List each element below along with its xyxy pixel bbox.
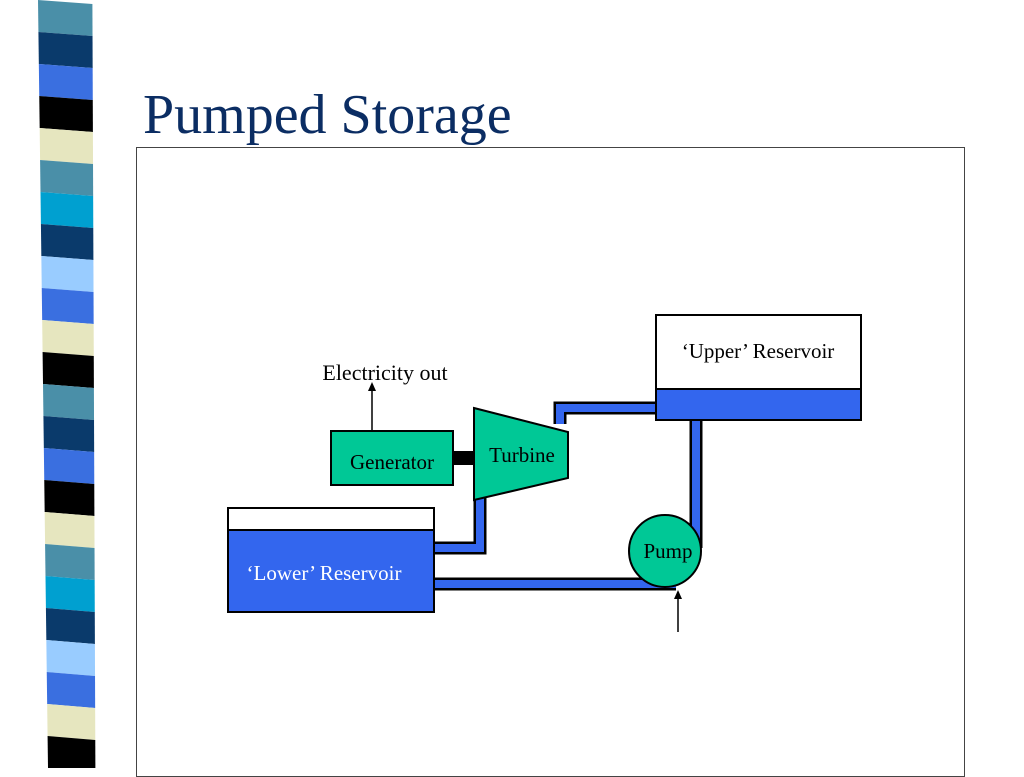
stripe-segment — [47, 704, 96, 740]
pump: Pump — [628, 514, 702, 588]
pipe-turbine-to-upper — [553, 401, 658, 424]
stripe-segment — [40, 160, 94, 196]
generator-label: Generator — [350, 450, 434, 474]
electricity-out-arrow — [368, 382, 376, 431]
stripe-segment — [45, 544, 95, 580]
stripe-segment — [39, 128, 94, 164]
upper-reservoir-water — [655, 388, 862, 421]
stripe-segment — [46, 672, 96, 708]
stripe-segment — [39, 96, 93, 132]
lower-reservoir-water — [227, 529, 435, 613]
stripe-segment — [41, 288, 94, 324]
turbine-label: Turbine — [489, 443, 555, 467]
stripe-segment — [47, 736, 96, 768]
stripe-segment — [45, 608, 95, 644]
stripe-segment — [38, 64, 93, 100]
stripe-segment — [45, 576, 95, 612]
stripe-segment — [43, 384, 95, 420]
upper-reservoir-label: ‘Upper’ Reservoir — [682, 339, 835, 363]
stripe-segment — [42, 320, 94, 356]
electricity-out-label: Electricity out — [322, 360, 447, 385]
stripe-segment — [38, 32, 93, 68]
slide-title: Pumped Storage — [143, 84, 512, 146]
generator: Generator — [330, 430, 454, 486]
stripe-segment — [44, 512, 95, 548]
pump-power-in-arrow — [674, 590, 682, 632]
decorative-stripe-bar — [38, 0, 96, 768]
stripe-segment — [43, 448, 95, 484]
stripe-segment — [46, 640, 96, 676]
stripe-segment — [43, 416, 95, 452]
stripe-segment — [44, 480, 95, 516]
stripe-segment — [38, 0, 93, 36]
pipe-turbine-to-lower — [434, 498, 487, 555]
stripe-segment — [40, 192, 94, 228]
turbine: Turbine — [473, 406, 569, 502]
stripe-segment — [41, 256, 94, 292]
lower-reservoir: ‘Lower’ Reservoir — [227, 507, 435, 613]
drive-shaft — [453, 451, 474, 465]
lower-reservoir-label: ‘Lower’ Reservoir — [247, 561, 402, 585]
stripe-segment — [42, 352, 94, 388]
pump-label: Pump — [643, 539, 692, 563]
upper-reservoir: ‘Upper’ Reservoir — [655, 314, 862, 421]
stripe-segment — [40, 224, 94, 260]
